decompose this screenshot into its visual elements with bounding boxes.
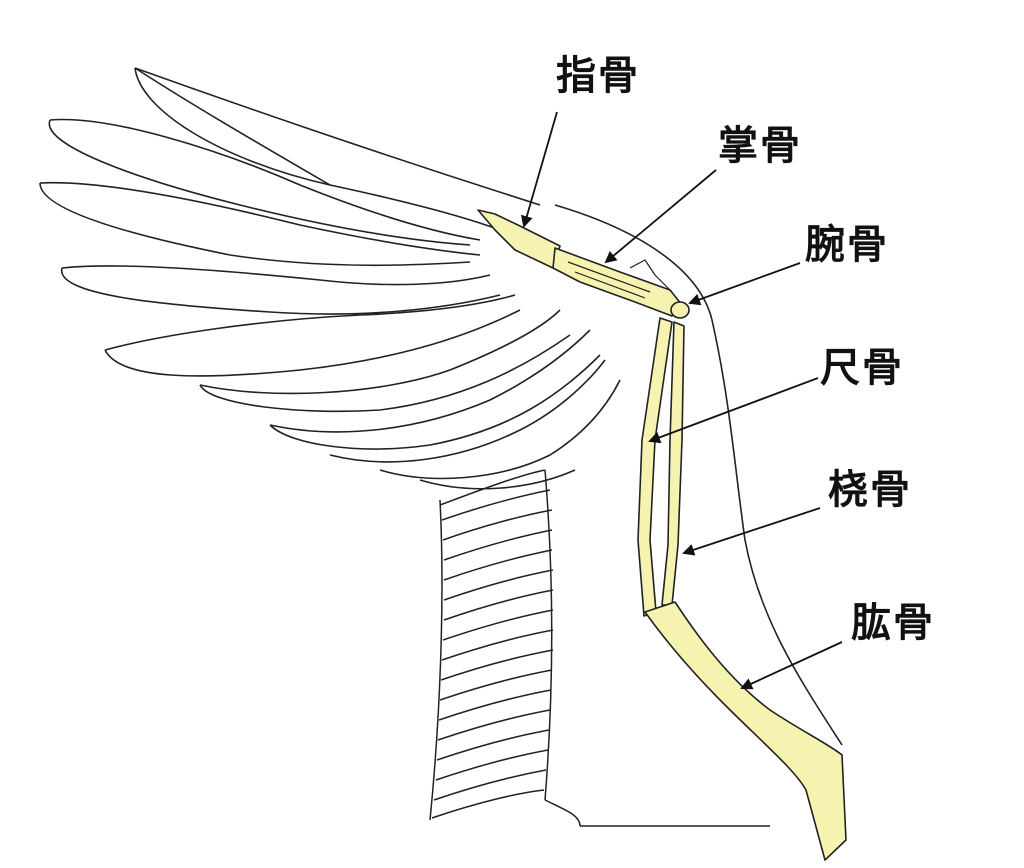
- secondary-feathers: [200, 310, 620, 489]
- metacarpal-leader: [606, 170, 716, 262]
- label-phalanges: 指骨: [556, 56, 640, 96]
- covert-feathers: [430, 470, 770, 826]
- label-humerus: 肱骨: [851, 603, 935, 643]
- primary-feathers: [40, 68, 520, 376]
- label-carpal: 腕骨: [805, 225, 889, 265]
- label-ulna: 尺骨: [820, 348, 904, 388]
- bones: [478, 210, 846, 860]
- carpal-leader: [690, 263, 800, 303]
- radius-leader: [684, 508, 820, 553]
- carpal-bone: [671, 302, 689, 318]
- phalanges-bone: [478, 210, 560, 268]
- humerus-leader: [742, 642, 842, 688]
- label-metacarpal: 掌骨: [718, 126, 802, 166]
- label-radius: 桡骨: [828, 470, 912, 510]
- humerus-bone: [645, 602, 846, 860]
- phalanges-leader: [524, 112, 557, 226]
- wing-outline: [135, 68, 842, 745]
